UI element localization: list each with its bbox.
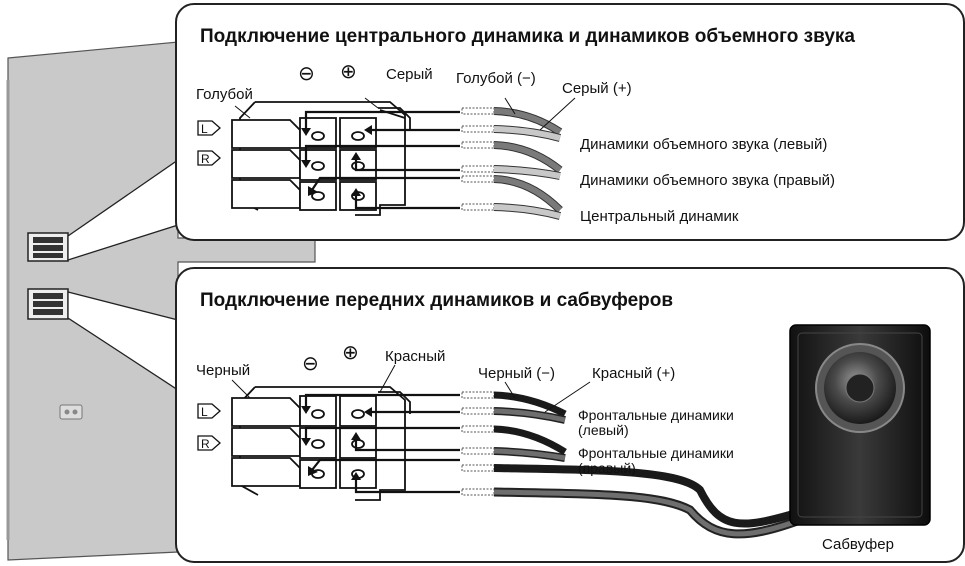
power-inlet xyxy=(59,404,83,420)
top-wire-color-left: Голубой xyxy=(196,86,253,103)
top-output-surround-left: Динамики объемного звука (левый) xyxy=(580,136,828,153)
bottom-wire-color-left: Черный xyxy=(196,362,251,379)
minus-terminal-icon: ⊖ xyxy=(302,353,319,375)
top-panel-title: Подключение центрального динамика и дина… xyxy=(200,26,855,47)
bottom-wire-color-right: Красный xyxy=(385,348,446,365)
bottom-wire-legend-plus: Красный (+) xyxy=(592,365,676,382)
bottom-panel-title: Подключение передних динамиков и сабвуфе… xyxy=(200,290,674,311)
bottom-channel-l: L xyxy=(201,405,208,419)
bottom-output-front-right: Фронтальные динамики (правый) xyxy=(578,445,734,476)
top-wires xyxy=(461,107,563,220)
top-output-surround-right: Динамики объемного звука (правый) xyxy=(580,172,836,189)
top-wire-legend-minus: Голубой (−) xyxy=(456,70,536,87)
minus-terminal-icon: ⊖ xyxy=(298,63,315,85)
bottom-terminal-block xyxy=(231,386,411,501)
top-channel-l: L xyxy=(201,122,208,136)
top-channel-r: R xyxy=(201,152,210,166)
rear-terminal-block-bottom xyxy=(27,288,69,320)
top-wire-color-right: Серый xyxy=(386,66,433,83)
bottom-output-front-left: Фронтальные динамики (левый) xyxy=(578,407,734,438)
subwoofer-label: Сабвуфер xyxy=(822,536,894,553)
bottom-channel-r: R xyxy=(201,437,210,451)
plus-terminal-icon: ⊕ xyxy=(340,61,357,83)
plus-terminal-icon: ⊕ xyxy=(342,342,359,364)
bottom-wire-legend-minus: Черный (−) xyxy=(478,365,556,382)
subwoofer xyxy=(789,324,931,526)
top-wire-legend-plus: Серый (+) xyxy=(562,80,632,97)
bottom-wires xyxy=(461,391,802,539)
top-output-center: Центральный динамик xyxy=(580,208,739,225)
rear-terminal-block-top xyxy=(27,232,69,262)
